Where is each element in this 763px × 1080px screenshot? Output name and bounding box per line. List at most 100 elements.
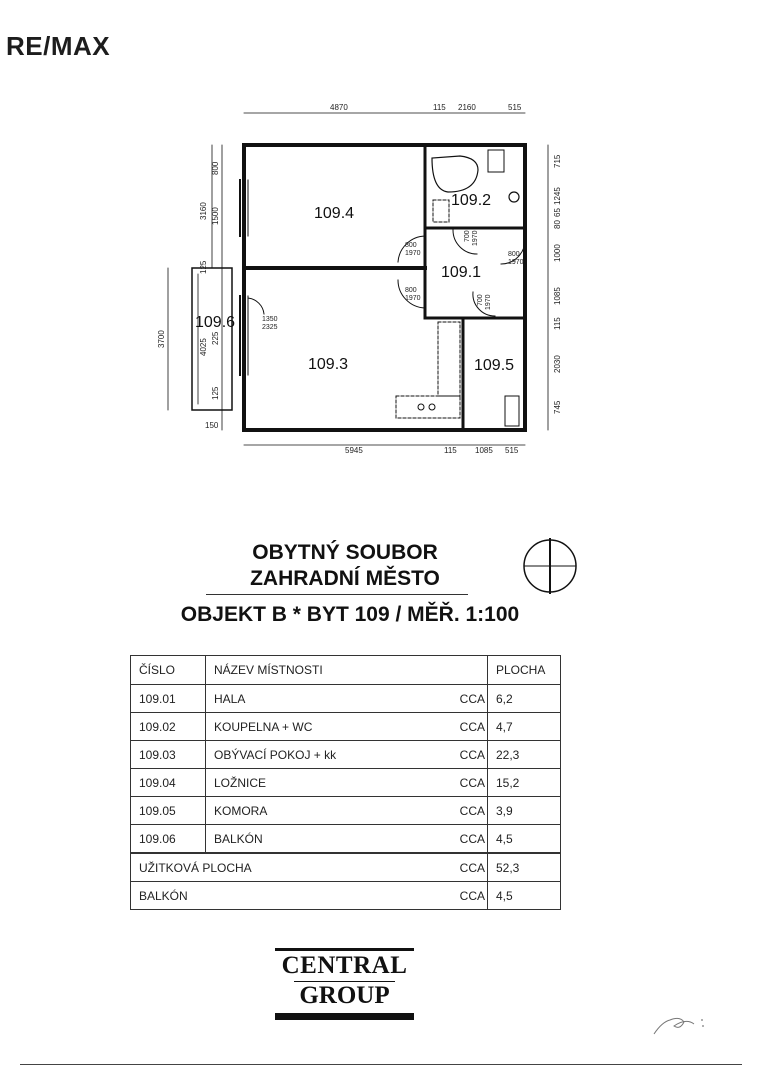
table-row: 109.01 HALA CCA 6,2: [130, 684, 561, 713]
row-cca: CCA: [447, 712, 488, 741]
remax-logo: RE/MAX: [6, 31, 111, 61]
dim-label: 800: [211, 161, 220, 175]
door-label: 1970: [485, 294, 492, 310]
brand-rule-mid: [294, 981, 395, 982]
door-label: 2325: [262, 324, 278, 331]
table-row: 109.06 BALKÓN CCA 4,5: [130, 824, 561, 854]
dim-label: 4870: [330, 103, 348, 112]
header-area: PLOCHA: [487, 655, 561, 685]
bathtub: [431, 155, 479, 193]
row-area: 22,3: [487, 740, 561, 769]
door-swing-bath: [452, 229, 478, 255]
header-name: NÁZEV MÍSTNOSTI: [205, 655, 488, 685]
dim-label: 115: [553, 317, 562, 330]
stove-burner: [428, 403, 436, 411]
north-arrow-icon: [523, 538, 577, 594]
title-line-2: ZAHRADNÍ MĚSTO: [250, 567, 440, 590]
dim-label: 2030: [553, 355, 562, 373]
door-label: 1970: [508, 259, 524, 266]
row-number: 109.05: [130, 796, 206, 825]
total-name: UŽITKOVÁ PLOCHA: [130, 852, 447, 882]
dim-label: 715: [553, 154, 562, 168]
dim-label: 4025: [199, 338, 208, 356]
dim-label: 115: [433, 103, 446, 112]
dim-label: 745: [553, 400, 562, 414]
kitchen-counter-bottom: [395, 395, 461, 419]
total-area: 4,5: [487, 881, 561, 910]
dim-label: 80: [553, 220, 562, 229]
kitchen-counter: [437, 321, 461, 397]
dim-label: 515: [508, 103, 522, 112]
row-cca: CCA: [447, 768, 488, 797]
outer-wall: [242, 143, 527, 432]
table-header: ČÍSLO NÁZEV MÍSTNOSTI PLOCHA: [130, 655, 561, 685]
dim-label: 1245: [553, 187, 562, 205]
total-name: BALKÓN: [130, 881, 447, 910]
table-row: 109.02 KOUPELNA + WC CCA 4,7: [130, 712, 561, 741]
shower-tray: [432, 199, 450, 223]
dim-label: 65: [553, 208, 562, 217]
row-name: HALA: [205, 684, 447, 713]
dim-label: 125: [211, 386, 220, 400]
row-name: LOŽNICE: [205, 768, 447, 797]
dim-label: 115: [444, 446, 457, 455]
dim-label: 1085: [553, 287, 562, 305]
door-swing-storage: [472, 291, 496, 317]
door-label: 800: [405, 287, 417, 294]
room-label: 109.5: [474, 357, 514, 374]
door-swing-bedroom: [397, 235, 426, 263]
brand-line-2: GROUP: [299, 982, 390, 1009]
room-label: 109.3: [308, 356, 348, 373]
title-line-3: OBJEKT B * BYT 109 / MĚŘ. 1:100: [180, 603, 520, 626]
header-number: ČÍSLO: [130, 655, 206, 685]
row-cca: CCA: [447, 684, 488, 713]
brand-rule-top: [275, 948, 414, 951]
row-cca: CCA: [447, 740, 488, 769]
door-swing-entry: [500, 239, 526, 265]
row-number: 109.06: [130, 824, 206, 854]
row-name: BALKÓN: [205, 824, 447, 854]
row-name: KOUPELNA + WC: [205, 712, 447, 741]
row-area: 3,9: [487, 796, 561, 825]
table-row: 109.04 LOŽNICE CCA 15,2: [130, 768, 561, 797]
dim-label: 515: [505, 446, 519, 455]
door-label: 800: [508, 251, 520, 258]
row-area: 6,2: [487, 684, 561, 713]
total-cca: CCA: [447, 852, 488, 882]
row-area: 4,7: [487, 712, 561, 741]
door-label: 1970: [405, 295, 421, 302]
dim-label: 3700: [157, 330, 166, 348]
row-area: 15,2: [487, 768, 561, 797]
room-label: 109.2: [451, 192, 491, 209]
room-table: ČÍSLO NÁZEV MÍSTNOSTI PLOCHA 109.01 HALA…: [130, 655, 561, 910]
dim-label: 5945: [345, 446, 363, 455]
dim-label: 125: [199, 260, 208, 274]
signature-mark: [653, 1017, 704, 1035]
total-cca: CCA: [447, 881, 488, 910]
brand-rule-bottom: [275, 1013, 414, 1020]
total-row: UŽITKOVÁ PLOCHA CCA 52,3: [130, 852, 561, 882]
washbasin: [487, 149, 505, 173]
room-label: 109.6: [195, 314, 235, 331]
row-area: 4,5: [487, 824, 561, 854]
dim-label: 1085: [475, 446, 493, 455]
toilet: [508, 191, 520, 203]
row-number: 109.04: [130, 768, 206, 797]
row-number: 109.01: [130, 684, 206, 713]
floor-plan: 109.4 109.2 109.1 109.6 109.3 109.5 4870…: [157, 103, 562, 455]
door-label: 700: [477, 294, 484, 306]
door-label: 1350: [262, 316, 278, 323]
door-label: 1970: [405, 250, 421, 257]
row-number: 109.02: [130, 712, 206, 741]
storage-shelf: [504, 395, 520, 427]
table-row: 109.03 OBÝVACÍ POKOJ + kk CCA 22,3: [130, 740, 561, 769]
brand-line-1: CENTRAL: [281, 952, 408, 979]
title-rule: [206, 594, 468, 595]
page-bottom-rule: [20, 1064, 742, 1065]
door-label: 1970: [472, 230, 479, 246]
door-label: 800: [405, 242, 417, 249]
dim-label: 2160: [458, 103, 476, 112]
row-number: 109.03: [130, 740, 206, 769]
dim-label: 3160: [199, 202, 208, 220]
row-cca: CCA: [447, 796, 488, 825]
